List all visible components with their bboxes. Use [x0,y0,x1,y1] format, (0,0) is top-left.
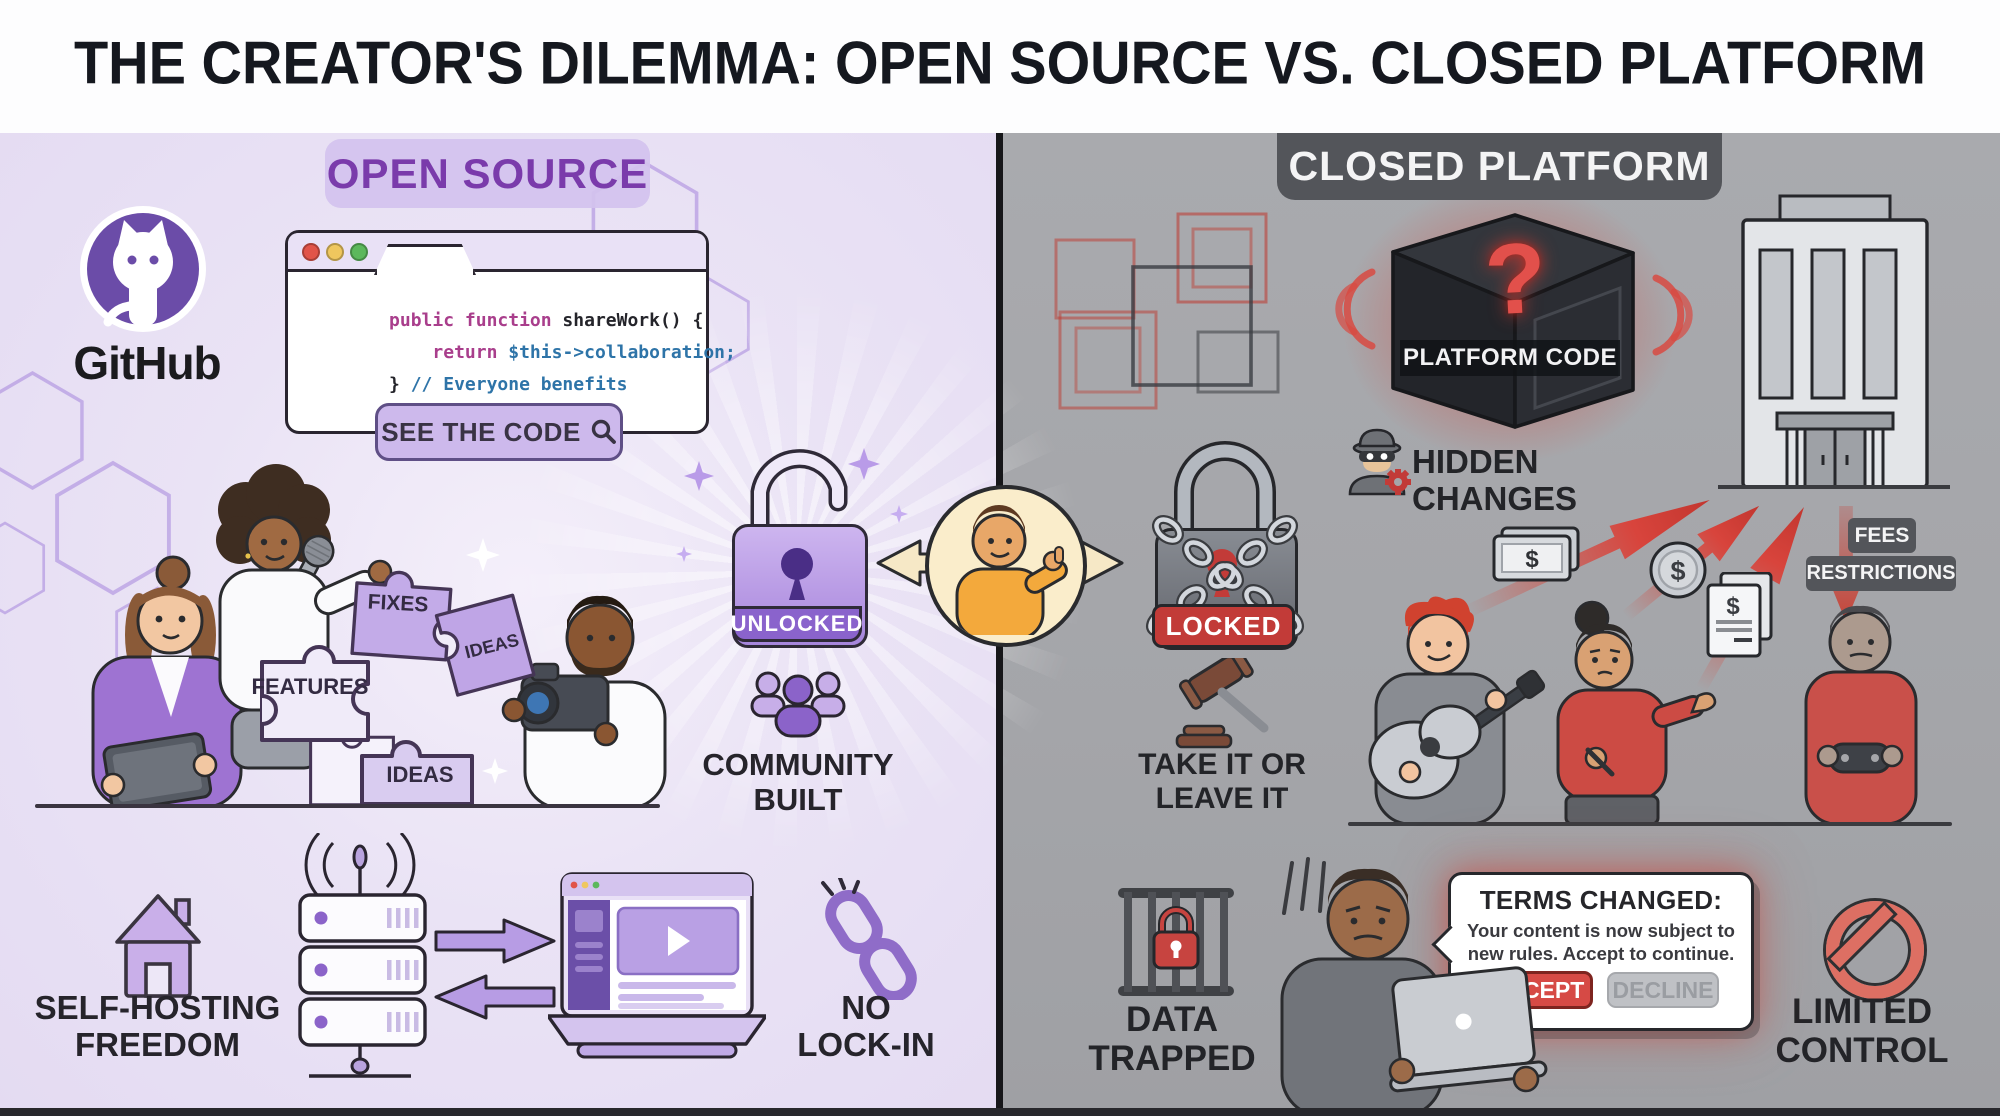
see-the-code-button[interactable]: SEE THE CODE [375,403,623,461]
github-label: GitHub [73,337,221,389]
code-window-titlebar [288,233,706,275]
puzzle-label-features: FEATURES [251,674,369,699]
github-logo-icon [80,206,206,332]
window-dot-yellow [326,243,344,261]
hidden-changes-label: HIDDEN CHANGES [1412,443,1578,517]
closed-ground-line [1348,822,1952,826]
question-mark-icon: ? [1482,221,1550,337]
open-ground-line [35,804,660,808]
magnifier-icon [591,419,616,444]
sparkle-icon [482,758,508,784]
broken-chain-icon [821,878,917,1000]
gamer-figure [1804,605,1918,824]
unlocked-shackle [750,449,848,532]
terms-changed-dialog: TERMS CHANGED: Your content is now subje… [1431,872,1754,1031]
open-source-header: OPEN SOURCE [325,139,650,208]
laptop-player-icon [548,872,766,1059]
maze-pattern-decor [1054,212,1280,410]
transfer-arrow-left-icon [434,974,556,1020]
unlocked-label: UNLOCKED [731,606,862,642]
puzzle-label-fixes: FIXES [367,590,429,617]
decline-button[interactable]: DECLINE [1607,972,1719,1008]
window-dot-red [302,243,320,261]
code-line-3: } // Everyone benefits [389,374,628,395]
building-ground-line [1718,485,1950,489]
window-dot-green [350,243,368,261]
svg-text:$: $ [1670,556,1685,586]
sparkle-icon [684,461,714,491]
coin-icon: $ [1649,541,1707,599]
locked-shackle [1174,441,1276,533]
sparkle-icon [848,448,880,480]
puzzle-piece-ideas-small [434,593,536,697]
invoice-documents-icon: $ [1706,572,1773,658]
creator-avatar [925,485,1087,647]
corporate-building-icon [1741,194,1929,487]
gavel-icon [1175,658,1269,749]
writer-figure [1556,600,1717,824]
platform-code-label: PLATFORM CODE [1400,340,1620,376]
community-icon [750,671,846,738]
window-tab [374,244,476,275]
sparkle-icon [676,546,692,562]
bottom-edge-strip [0,1108,2000,1116]
money-bills-icon: $ [1492,526,1580,582]
restrictions-badge: RESTRICTIONS [1806,556,1956,591]
fees-badge: FEES [1848,518,1916,553]
creator-figure [955,505,1068,635]
code-window: public function shareWork() { return $th… [285,230,736,434]
creator-with-tablet [91,555,243,807]
puzzle-piece-ideas [360,740,474,806]
signal-arcs-left-icon [1335,268,1376,350]
svg-text:$: $ [1726,593,1740,620]
sparkle-icon [890,505,908,523]
guitarist-figure [1368,596,1546,824]
transfer-arrow-right-icon [434,918,556,964]
header-band: THE CREATOR'S DILEMMA: OPEN SOURCE VS. C… [0,0,2000,133]
spy-icon [1348,428,1411,496]
closed-platform-header: CLOSED PLATFORM [1277,133,1722,200]
page-title: THE CREATOR'S DILEMMA: OPEN SOURCE VS. C… [73,28,1927,97]
signal-arcs-right-icon [1652,274,1693,356]
dialog-title: TERMS CHANGED: [1479,885,1723,915]
caged-data-icon [1118,888,1234,996]
code-line-1: public function shareWork() { [389,310,704,331]
sparkle-icon [466,538,500,572]
locked-label: LOCKED [1152,604,1295,648]
server-icon [298,833,427,1078]
worried-creator-figure [1280,857,1548,1116]
puzzle-label-ideas: IDEAS [386,762,454,787]
creator-with-camera [501,595,667,808]
puzzle-piece-features [260,645,370,742]
svg-text:$: $ [1525,546,1539,573]
see-the-code-label: SEE THE CODE [381,416,581,447]
code-line-2: return $this->collaboration; [432,342,736,363]
house-icon [115,894,201,998]
